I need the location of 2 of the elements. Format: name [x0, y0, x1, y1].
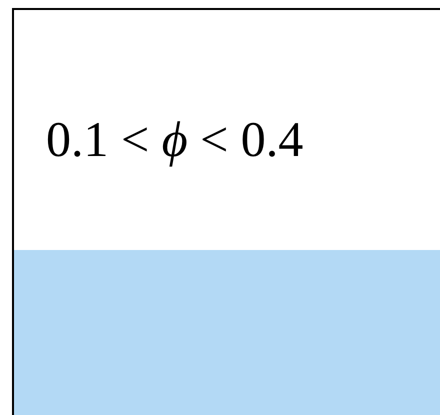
- container-box: [12, 8, 440, 415]
- inequality-label: 0.1 < ϕ < 0.4: [46, 110, 304, 168]
